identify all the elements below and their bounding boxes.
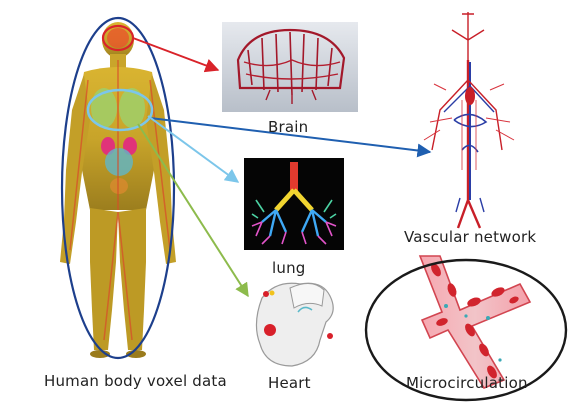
lung-airway-image — [244, 158, 344, 250]
vascular-network-image — [424, 12, 514, 228]
heart-image — [256, 283, 333, 366]
lung-label: lung — [272, 259, 306, 277]
brain-arrow — [133, 38, 218, 70]
heart-label: Heart — [268, 374, 311, 392]
microcirculation-label: Microcirculation — [406, 374, 528, 392]
brain-vessel-image — [222, 22, 358, 112]
blood-vessel-cells-image — [420, 256, 530, 388]
brain-label: Brain — [268, 118, 308, 136]
vascular-label: Vascular network — [404, 228, 536, 246]
body-label: Human body voxel data — [44, 372, 227, 390]
